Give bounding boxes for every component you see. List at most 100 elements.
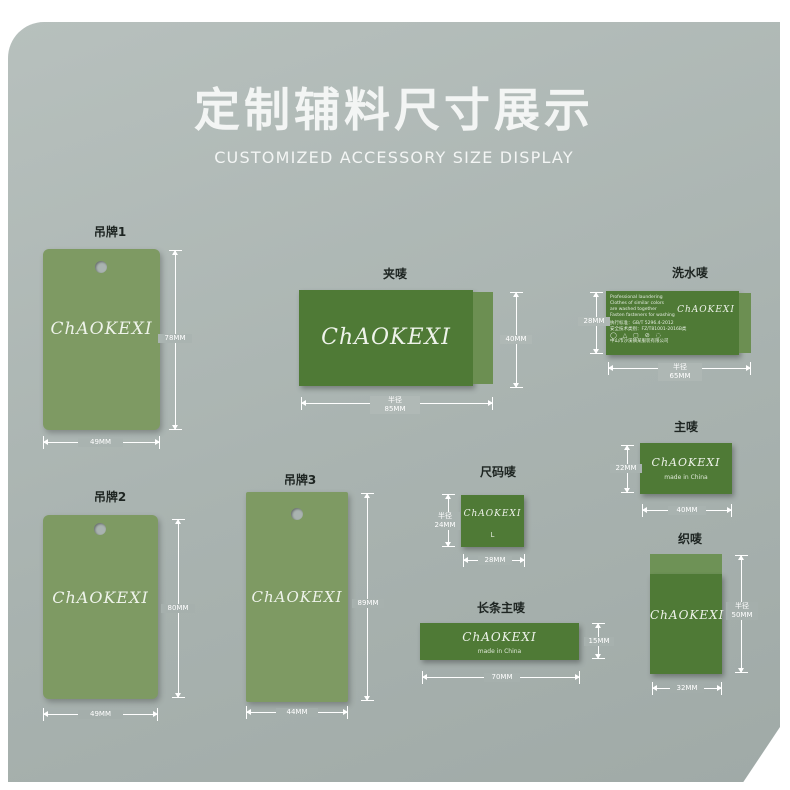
hangtag3-height: 89MM — [352, 599, 384, 608]
dim-tick — [510, 387, 523, 388]
dim-tick — [43, 708, 44, 721]
clip-label-fold — [473, 292, 493, 384]
dim-tick — [592, 658, 605, 659]
arrow-right-icon — [488, 400, 493, 406]
wash-label-line-7: 中山市沙溪镇某服装有限公司 — [610, 339, 669, 344]
long-label-title: 长条主唛 — [476, 601, 525, 615]
arrow-down-icon — [595, 654, 601, 659]
dim-tick — [590, 353, 603, 354]
dim-tick — [463, 554, 464, 567]
hangtag2: ChAOKEXI — [43, 515, 158, 699]
hangtag3: ChAOKEXI — [246, 492, 348, 702]
woven-label-height-prefix: 半径 — [735, 602, 749, 610]
dim-tick — [172, 697, 185, 698]
arrow-up-icon — [595, 623, 601, 628]
woven-label-width: 32MM — [670, 684, 704, 693]
arrow-left-icon — [463, 557, 468, 563]
wash-label-line-3: are washed together — [610, 307, 657, 312]
page-title: 定制辅料尺寸展示 — [194, 83, 594, 137]
dim-tick — [721, 682, 722, 695]
arrow-right-icon — [153, 711, 158, 717]
woven-label: ChAOKEXI — [650, 574, 725, 674]
arrow-left-icon — [608, 365, 613, 371]
board-corner — [742, 724, 780, 782]
hangtag1-width: 49MM — [78, 438, 123, 447]
dim-tick — [159, 436, 160, 449]
arrow-left-icon — [43, 711, 48, 717]
hangtag3-height-line — [367, 493, 368, 701]
wash-label-width: 半径 65MM — [658, 363, 702, 381]
dim-tick — [157, 708, 158, 721]
dim-tick — [510, 292, 523, 293]
dim-tick — [621, 492, 634, 493]
dim-tick — [442, 494, 455, 495]
arrow-down-icon — [364, 696, 370, 701]
dim-tick — [731, 504, 732, 517]
hangtag1-label: 吊牌1 — [93, 225, 127, 239]
arrow-left-icon — [642, 507, 647, 513]
hangtag3-label: 吊牌3 — [283, 473, 317, 487]
wash-label-fold — [739, 293, 751, 353]
hangtag2-logo: ChAOKEXI — [52, 588, 149, 607]
arrow-up-icon — [593, 292, 599, 297]
arrow-up-icon — [172, 250, 178, 255]
arrow-right-icon — [520, 557, 525, 563]
dim-tick — [43, 436, 44, 449]
arrow-down-icon — [175, 693, 181, 698]
dim-tick — [361, 700, 374, 701]
arrow-right-icon — [746, 365, 751, 371]
dim-tick — [608, 362, 609, 375]
arrow-down-icon — [624, 488, 630, 493]
arrow-up-icon — [445, 494, 451, 499]
dim-tick — [590, 292, 603, 293]
arrow-down-icon — [172, 425, 178, 430]
long-label-height: 15MM — [584, 637, 614, 646]
arrow-left-icon — [43, 439, 48, 445]
arrow-right-icon — [717, 685, 722, 691]
wash-label-line-6: 安全技术类别：FZ/T81001-2016B类 — [610, 327, 687, 332]
arrow-right-icon — [727, 507, 732, 513]
dim-tick — [301, 397, 302, 410]
hangtag3-logo: ChAOKEXI — [251, 588, 343, 606]
clip-label-height: 40MM — [500, 335, 532, 344]
arrow-right-icon — [343, 709, 348, 715]
wash-label-width-value: 65MM — [669, 372, 691, 380]
dim-tick — [735, 672, 748, 673]
arrow-left-icon — [422, 674, 427, 680]
clip-label-title: 夹唛 — [382, 267, 407, 281]
page-subtitle: CUSTOMIZED ACCESSORY SIZE DISPLAY — [214, 148, 574, 167]
woven-label-height-value: 50MM — [731, 611, 753, 619]
woven-label-logo: ChAOKEXI — [650, 608, 725, 622]
dim-tick — [442, 546, 455, 547]
size-label-height-prefix: 半径 — [438, 512, 452, 520]
dim-tick — [735, 555, 748, 556]
main-label-height: 22MM — [610, 464, 642, 473]
wash-label-line-5: 执行标准：GB/T 5296.4-2012 — [610, 321, 674, 326]
main-label-logo: ChAOKEXI — [651, 456, 721, 469]
dim-tick — [169, 250, 182, 251]
clip-label: ChAOKEXI — [299, 290, 473, 386]
hangtag1: ChAOKEXI — [43, 249, 160, 430]
arrow-up-icon — [513, 292, 519, 297]
hangtag1-height: 78MM — [158, 334, 192, 343]
clip-label-width-value: 85MM — [384, 405, 406, 413]
arrow-up-icon — [364, 493, 370, 498]
clip-label-width-prefix: 半径 — [388, 396, 402, 404]
dim-tick — [246, 706, 247, 719]
dim-tick — [652, 682, 653, 695]
long-label: ChAOKEXI made in China — [420, 623, 579, 660]
wash-label-title: 洗水唛 — [671, 266, 708, 280]
dim-tick — [750, 362, 751, 375]
care-symbols-icon: ◯ △ ▢ ⊘ ◌ — [610, 332, 663, 339]
size-label: ChAOKEXI L — [461, 495, 524, 547]
arrow-right-icon — [575, 674, 580, 680]
dim-tick — [579, 671, 580, 684]
size-label-size: L — [490, 531, 495, 539]
hangtag1-hole — [95, 261, 107, 273]
main-label-title: 主唛 — [673, 420, 698, 434]
hangtag2-width: 49MM — [78, 710, 123, 719]
main-label-width: 40MM — [668, 506, 706, 515]
dim-tick — [642, 504, 643, 517]
dim-tick — [621, 445, 634, 446]
arrow-up-icon — [624, 445, 630, 450]
